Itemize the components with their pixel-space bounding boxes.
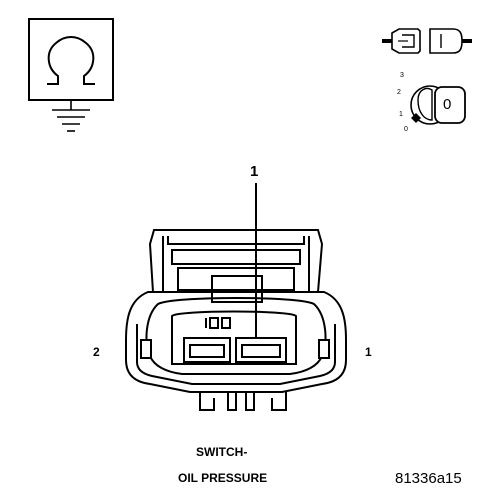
disconnected-connector-icon bbox=[382, 28, 472, 54]
ignition-position-3-label: 3 bbox=[400, 72, 404, 79]
ignition-off-icon bbox=[410, 85, 466, 125]
figure-id: 81336a15 bbox=[395, 470, 462, 487]
connector-face-drawing bbox=[125, 229, 347, 411]
pointer-leader-line bbox=[251, 183, 261, 356]
ignition-position-0-label: 0 bbox=[404, 126, 408, 133]
caption-line-1: SWITCH- bbox=[196, 445, 248, 459]
ohm-ground-icon bbox=[28, 18, 114, 132]
caption-line-2: OIL PRESSURE bbox=[178, 471, 268, 485]
pointer-label: 1 bbox=[250, 163, 259, 180]
pin-1-label: 1 bbox=[365, 345, 372, 359]
key-position-mark: 0 bbox=[443, 96, 452, 113]
ignition-position-2-label: 2 bbox=[397, 89, 401, 96]
pin-2-label: 2 bbox=[93, 345, 100, 359]
ignition-position-1-label: 1 bbox=[399, 111, 403, 118]
